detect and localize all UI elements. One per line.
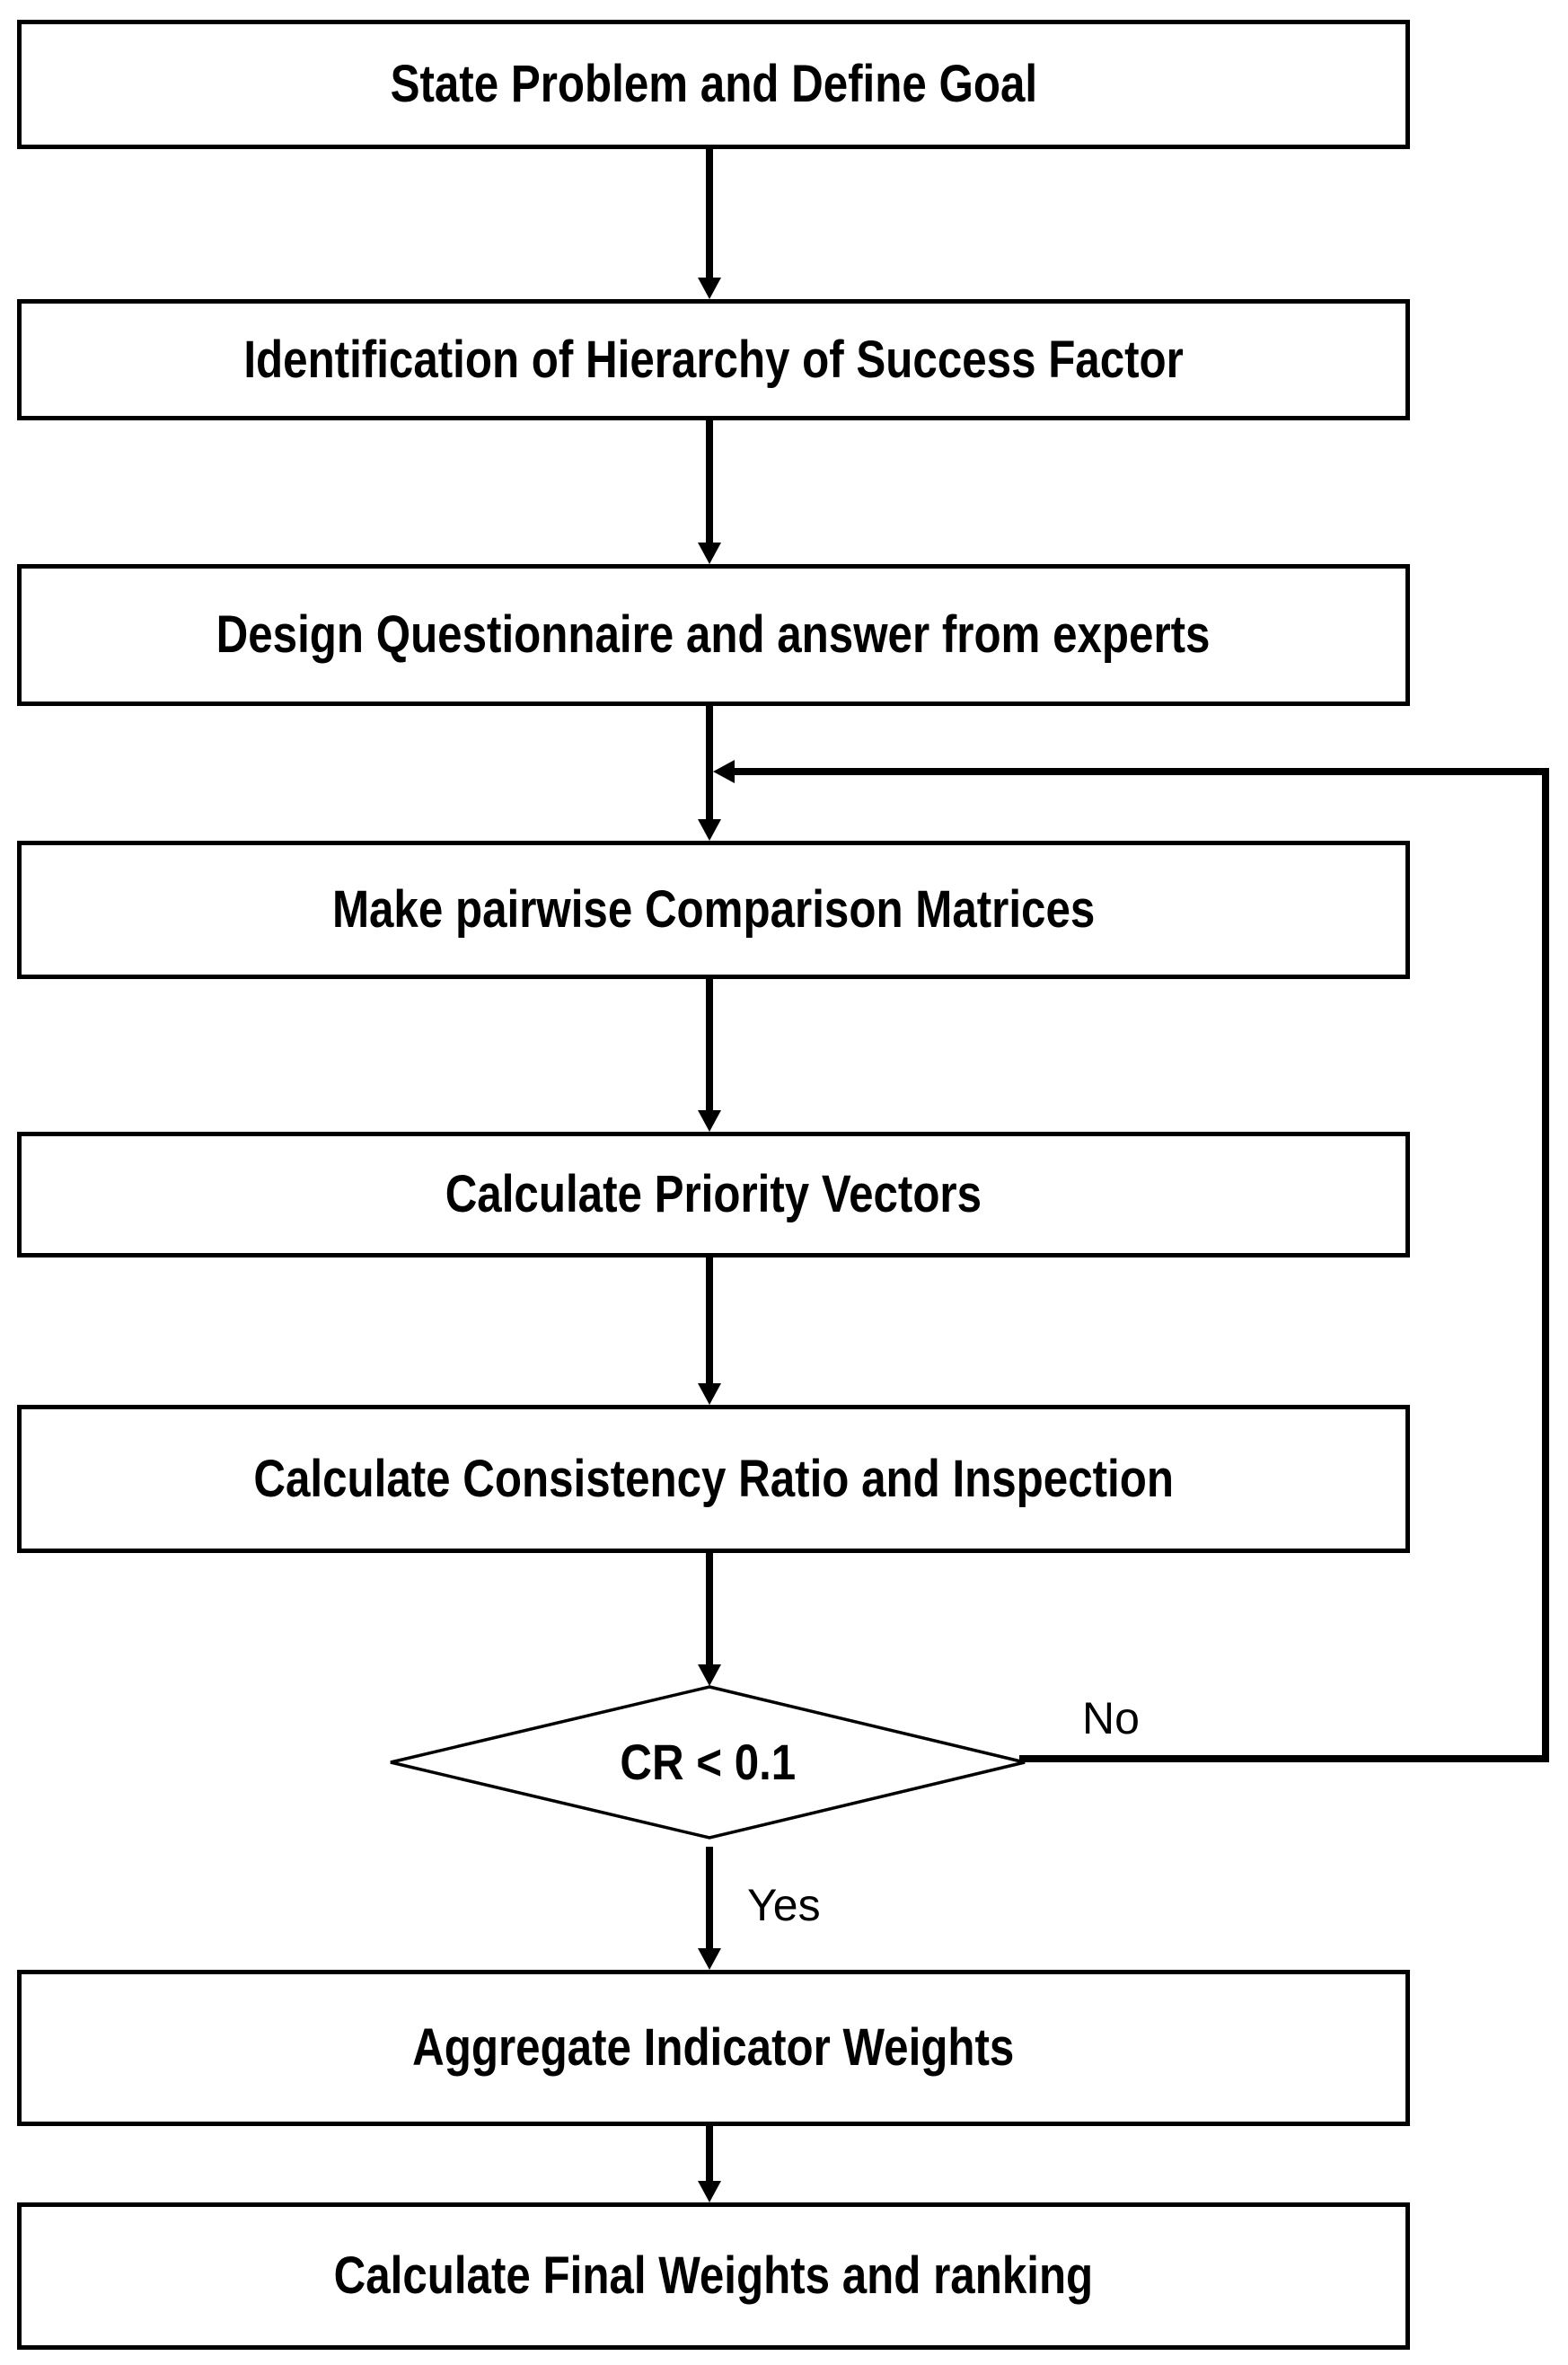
decision-diamond bbox=[390, 1685, 1026, 1840]
node-label: Calculate Consistency Ratio and Inspecti… bbox=[253, 1449, 1174, 1508]
decision-label: CR < 0.1 bbox=[620, 1734, 796, 1790]
node-state-problem: State Problem and Define Goal bbox=[17, 20, 1410, 149]
arrow-6-arrowhead-down-icon bbox=[698, 1664, 721, 1686]
node-label: Make pairwise Comparison Matrices bbox=[331, 880, 1096, 939]
node-pairwise-matrices: Make pairwise Comparison Matrices bbox=[17, 841, 1410, 979]
node-priority-vectors: Calculate Priority Vectors bbox=[17, 1132, 1410, 1258]
no-loop-right-segment bbox=[1542, 768, 1549, 1762]
arrow-3-stem bbox=[706, 706, 713, 821]
arrow-2-stem bbox=[706, 420, 713, 544]
node-design-questionnaire: Design Questionnaire and answer from exp… bbox=[17, 564, 1410, 706]
arrow-1-arrowhead-down-icon bbox=[698, 278, 721, 299]
edge-label-no: No bbox=[1082, 1693, 1140, 1743]
edge-label-yes: Yes bbox=[747, 1880, 821, 1930]
node-identify-hierarchy: Identification of Hierarchy of Success F… bbox=[17, 299, 1410, 420]
diamond-shape bbox=[390, 1685, 1026, 1840]
arrow-5-arrowhead-down-icon bbox=[698, 1383, 721, 1405]
node-consistency-ratio: Calculate Consistency Ratio and Inspecti… bbox=[17, 1405, 1410, 1553]
arrow-3-arrowhead-down-icon bbox=[698, 819, 721, 841]
arrow-7-arrowhead-down-icon bbox=[698, 2181, 721, 2202]
arrow-yes-arrowhead-down-icon bbox=[698, 1948, 721, 1970]
node-aggregate-weights: Aggregate Indicator Weights bbox=[17, 1970, 1410, 2126]
node-label: Identification of Hierarchy of Success F… bbox=[243, 330, 1184, 389]
node-label: Calculate Final Weights and ranking bbox=[333, 2246, 1094, 2305]
node-label: State Problem and Define Goal bbox=[390, 55, 1037, 113]
arrow-4-stem bbox=[706, 979, 713, 1112]
node-label: Design Questionnaire and answer from exp… bbox=[216, 605, 1211, 664]
decision-label-wrap: CR < 0.1 bbox=[388, 1684, 1027, 1840]
arrow-4-arrowhead-down-icon bbox=[698, 1110, 721, 1132]
no-loop-top-segment bbox=[735, 768, 1542, 775]
arrow-2-arrowhead-down-icon bbox=[698, 543, 721, 564]
no-loop-bottom-segment bbox=[1019, 1755, 1549, 1762]
node-label: Aggregate Indicator Weights bbox=[412, 2018, 1015, 2077]
arrow-yes-stem bbox=[706, 1847, 713, 1950]
node-final-weights: Calculate Final Weights and ranking bbox=[17, 2202, 1410, 2350]
no-loop-arrowhead-left-icon bbox=[713, 760, 735, 783]
arrow-5-stem bbox=[706, 1258, 713, 1385]
arrow-7-stem bbox=[706, 2126, 713, 2183]
arrow-1-stem bbox=[706, 149, 713, 279]
node-label: Calculate Priority Vectors bbox=[445, 1165, 982, 1223]
arrow-6-stem bbox=[706, 1553, 713, 1666]
